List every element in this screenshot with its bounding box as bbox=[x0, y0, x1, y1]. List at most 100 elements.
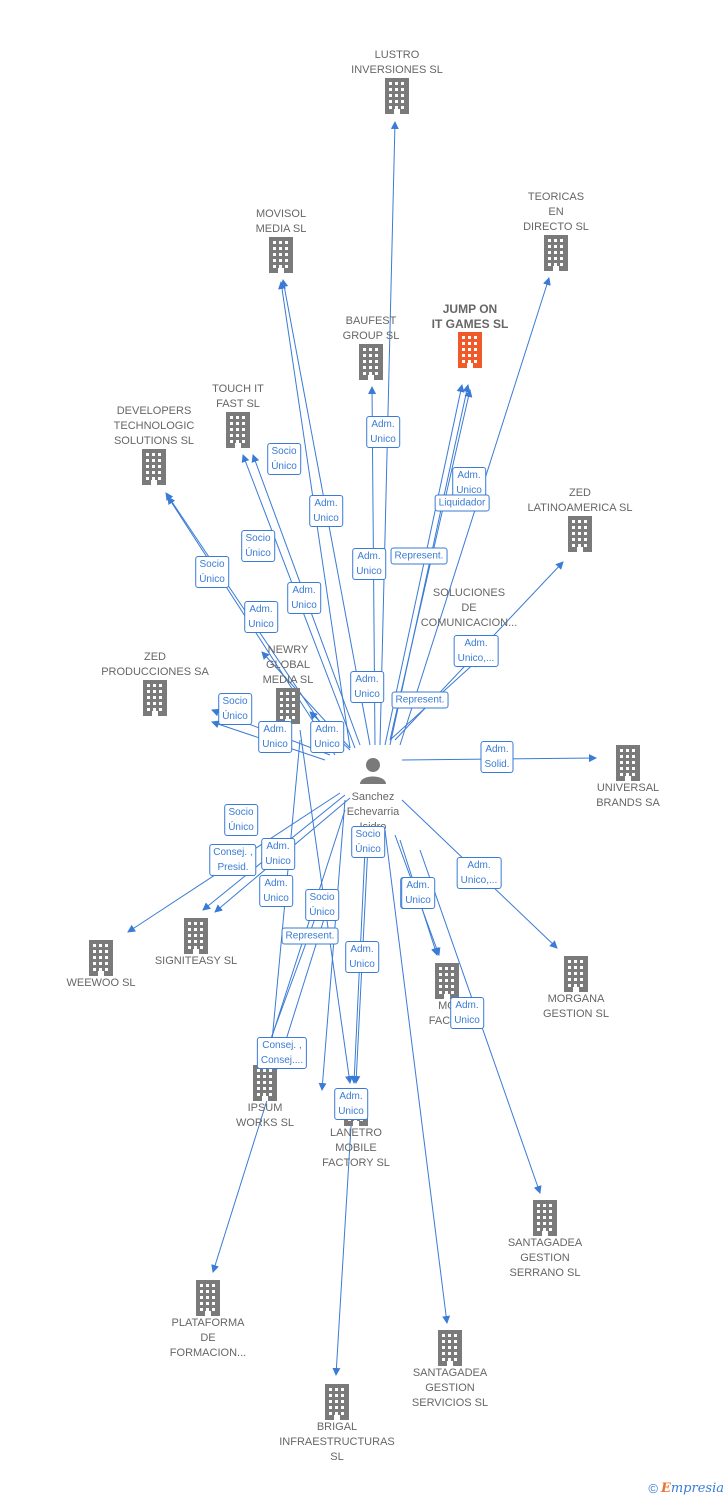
brand-logo[interactable]: Empresia bbox=[660, 1481, 724, 1496]
building-icon bbox=[568, 516, 592, 552]
relationship-label[interactable]: Adm. Solid. bbox=[480, 741, 514, 773]
relationship-label[interactable]: Socio Único bbox=[305, 889, 339, 921]
company-name: BAUFEST GROUP SL bbox=[342, 315, 400, 342]
relationship-label[interactable]: Adm. Unico bbox=[366, 416, 400, 448]
building-icon bbox=[226, 412, 250, 448]
company-name: DEVELOPERS TECHNOLOGIC SOLUTIONS SL bbox=[113, 405, 195, 447]
relationship-label[interactable]: Liquidador bbox=[434, 494, 490, 512]
building-icon bbox=[458, 332, 482, 368]
company-name: TEORICAS EN DIRECTO SL bbox=[523, 191, 589, 233]
company-node-signiteasy[interactable]: SIGNITEASY SL bbox=[121, 918, 271, 969]
company-node-lanetro[interactable]: LANETRO MOBILE FACTORY SL bbox=[281, 1090, 431, 1171]
relationship-label[interactable]: Socio Único bbox=[218, 693, 252, 725]
company-node-weewoo[interactable]: WEEWOO SL bbox=[26, 940, 176, 991]
company-name: WEEWOO SL bbox=[66, 977, 136, 989]
company-node-movisol[interactable]: MOVISOL MEDIA SL bbox=[206, 207, 356, 273]
person-node[interactable]: Sanchez Echevarria Isidro bbox=[298, 754, 448, 835]
relationship-label[interactable]: Adm. Unico bbox=[287, 582, 321, 614]
edge-line-31 bbox=[332, 1109, 353, 1376]
relationship-label[interactable]: Adm. Unico bbox=[258, 721, 292, 753]
company-node-developers[interactable]: DEVELOPERS TECHNOLOGIC SOLUTIONS SL bbox=[79, 404, 229, 485]
company-name: ZED PRODUCCIONES SA bbox=[101, 651, 209, 678]
relationship-label[interactable]: Adm. Unico bbox=[401, 877, 435, 909]
relationship-label[interactable]: Adm. Unico bbox=[334, 1088, 368, 1120]
company-name: MORGANA GESTION SL bbox=[542, 993, 610, 1020]
company-name: SANTAGADEA GESTION SERVICIOS SL bbox=[411, 1367, 489, 1409]
relationship-label[interactable]: Consej. , Presid. bbox=[209, 844, 257, 876]
company-name: MOVISOL MEDIA SL bbox=[255, 208, 307, 235]
company-name: IPSUM WORKS SL bbox=[235, 1102, 295, 1129]
company-name: JUMP ON IT GAMES SL bbox=[431, 302, 509, 331]
edge-line-extra-2 bbox=[384, 829, 451, 1324]
edge-line-extra-3 bbox=[318, 799, 346, 1091]
relationship-label[interactable]: Adm. Unico bbox=[352, 548, 386, 580]
edge-line-1 bbox=[399, 277, 551, 746]
building-icon bbox=[184, 918, 208, 954]
company-name: PLATAFORMA DE FORMACION... bbox=[169, 1317, 247, 1359]
company-name: SIGNITEASY SL bbox=[154, 955, 238, 967]
relationship-label[interactable]: Adm. Unico bbox=[310, 721, 344, 753]
relationship-label[interactable]: Socio Único bbox=[241, 530, 275, 562]
company-node-zedlatam[interactable]: ZED LATINOAMERICA SL bbox=[505, 486, 655, 552]
company-name: SOLUCIONES DE COMUNICACION... bbox=[420, 587, 518, 629]
relationship-label[interactable]: Socio Único bbox=[224, 804, 258, 836]
company-name: UNIVERSAL BRANDS SA bbox=[596, 782, 660, 809]
building-icon bbox=[325, 1384, 349, 1420]
relationship-label[interactable]: Adm. Unico bbox=[452, 467, 486, 499]
relationship-label[interactable]: Adm. Unico,... bbox=[453, 635, 499, 667]
relationship-label[interactable]: Socio Único bbox=[195, 556, 229, 588]
relationship-label[interactable]: Adm. Unico bbox=[350, 671, 384, 703]
building-icon bbox=[269, 237, 293, 273]
building-icon bbox=[533, 1200, 557, 1236]
company-node-plataforma[interactable]: PLATAFORMA DE FORMACION... bbox=[133, 1280, 283, 1361]
relationship-label[interactable]: Consej. , Consej.... bbox=[256, 1037, 308, 1069]
building-icon bbox=[438, 1330, 462, 1366]
building-icon bbox=[544, 235, 568, 271]
relationship-label[interactable]: Adm. Unico bbox=[259, 875, 293, 907]
footer-brand: © Empresia bbox=[648, 1481, 724, 1496]
person-icon bbox=[360, 758, 386, 784]
relationship-label[interactable]: Adm. Unico bbox=[309, 495, 343, 527]
relationship-label[interactable]: Adm. Unico bbox=[450, 997, 484, 1029]
company-node-zedprod[interactable]: ZED PRODUCCIONES SA bbox=[80, 650, 230, 716]
relationship-label[interactable]: Represent. bbox=[281, 927, 339, 945]
company-name: BRIGAL INFRAESTRUCTURAS SL bbox=[279, 1421, 395, 1463]
edge-line-3 bbox=[384, 384, 465, 746]
relationship-label[interactable]: Adm. Unico bbox=[261, 838, 295, 870]
company-node-universal[interactable]: UNIVERSAL BRANDS SA bbox=[553, 745, 703, 811]
company-node-morgana[interactable]: MORGANA GESTION SL bbox=[501, 956, 651, 1022]
company-node-mofacto[interactable]: MO FACTO bbox=[372, 963, 522, 1029]
company-node-brigal[interactable]: BRIGAL INFRAESTRUCTURAS SL bbox=[262, 1384, 412, 1465]
building-icon bbox=[276, 688, 300, 724]
company-node-teoricas[interactable]: TEORICAS EN DIRECTO SL bbox=[481, 190, 631, 271]
relationship-label[interactable]: Adm. Unico bbox=[345, 941, 379, 973]
relationship-label[interactable]: Adm. Unico bbox=[244, 601, 278, 633]
company-node-soluciones[interactable]: SOLUCIONES DE COMUNICACION... bbox=[394, 586, 544, 631]
company-name: LUSTRO INVERSIONES SL bbox=[351, 49, 443, 76]
relationship-label[interactable]: Represent. bbox=[390, 547, 448, 565]
building-icon bbox=[385, 78, 409, 114]
company-node-jumpon[interactable]: JUMP ON IT GAMES SL bbox=[395, 302, 545, 368]
company-node-baufest[interactable]: BAUFEST GROUP SL bbox=[296, 314, 446, 380]
company-name: NEWRY GLOBAL MEDIA SL bbox=[262, 644, 314, 686]
building-icon bbox=[359, 344, 383, 380]
building-icon bbox=[435, 963, 459, 999]
relationship-label[interactable]: Adm. Unico,... bbox=[456, 857, 502, 889]
building-icon bbox=[142, 449, 166, 485]
company-node-lustro[interactable]: LUSTRO INVERSIONES SL bbox=[322, 48, 472, 114]
company-node-newry[interactable]: NEWRY GLOBAL MEDIA SL bbox=[213, 643, 363, 724]
company-name: ZED LATINOAMERICA SL bbox=[527, 487, 633, 514]
building-icon bbox=[616, 745, 640, 781]
building-icon bbox=[564, 956, 588, 992]
relationship-label[interactable]: Socio Único bbox=[351, 826, 385, 858]
company-node-santaserrano[interactable]: SANTAGADEA GESTION SERRANO SL bbox=[470, 1200, 620, 1281]
relationship-label[interactable]: Represent. bbox=[391, 691, 449, 709]
company-node-santaservicios[interactable]: SANTAGADEA GESTION SERVICIOS SL bbox=[375, 1330, 525, 1411]
building-icon bbox=[196, 1280, 220, 1316]
company-node-touchit[interactable]: TOUCH IT FAST SL bbox=[163, 382, 313, 448]
relationship-label[interactable]: Socio Único bbox=[267, 443, 301, 475]
company-name: LANETRO MOBILE FACTORY SL bbox=[322, 1127, 390, 1169]
company-node-ipsum[interactable]: IPSUM WORKS SL bbox=[190, 1065, 340, 1131]
building-icon bbox=[253, 1065, 277, 1101]
